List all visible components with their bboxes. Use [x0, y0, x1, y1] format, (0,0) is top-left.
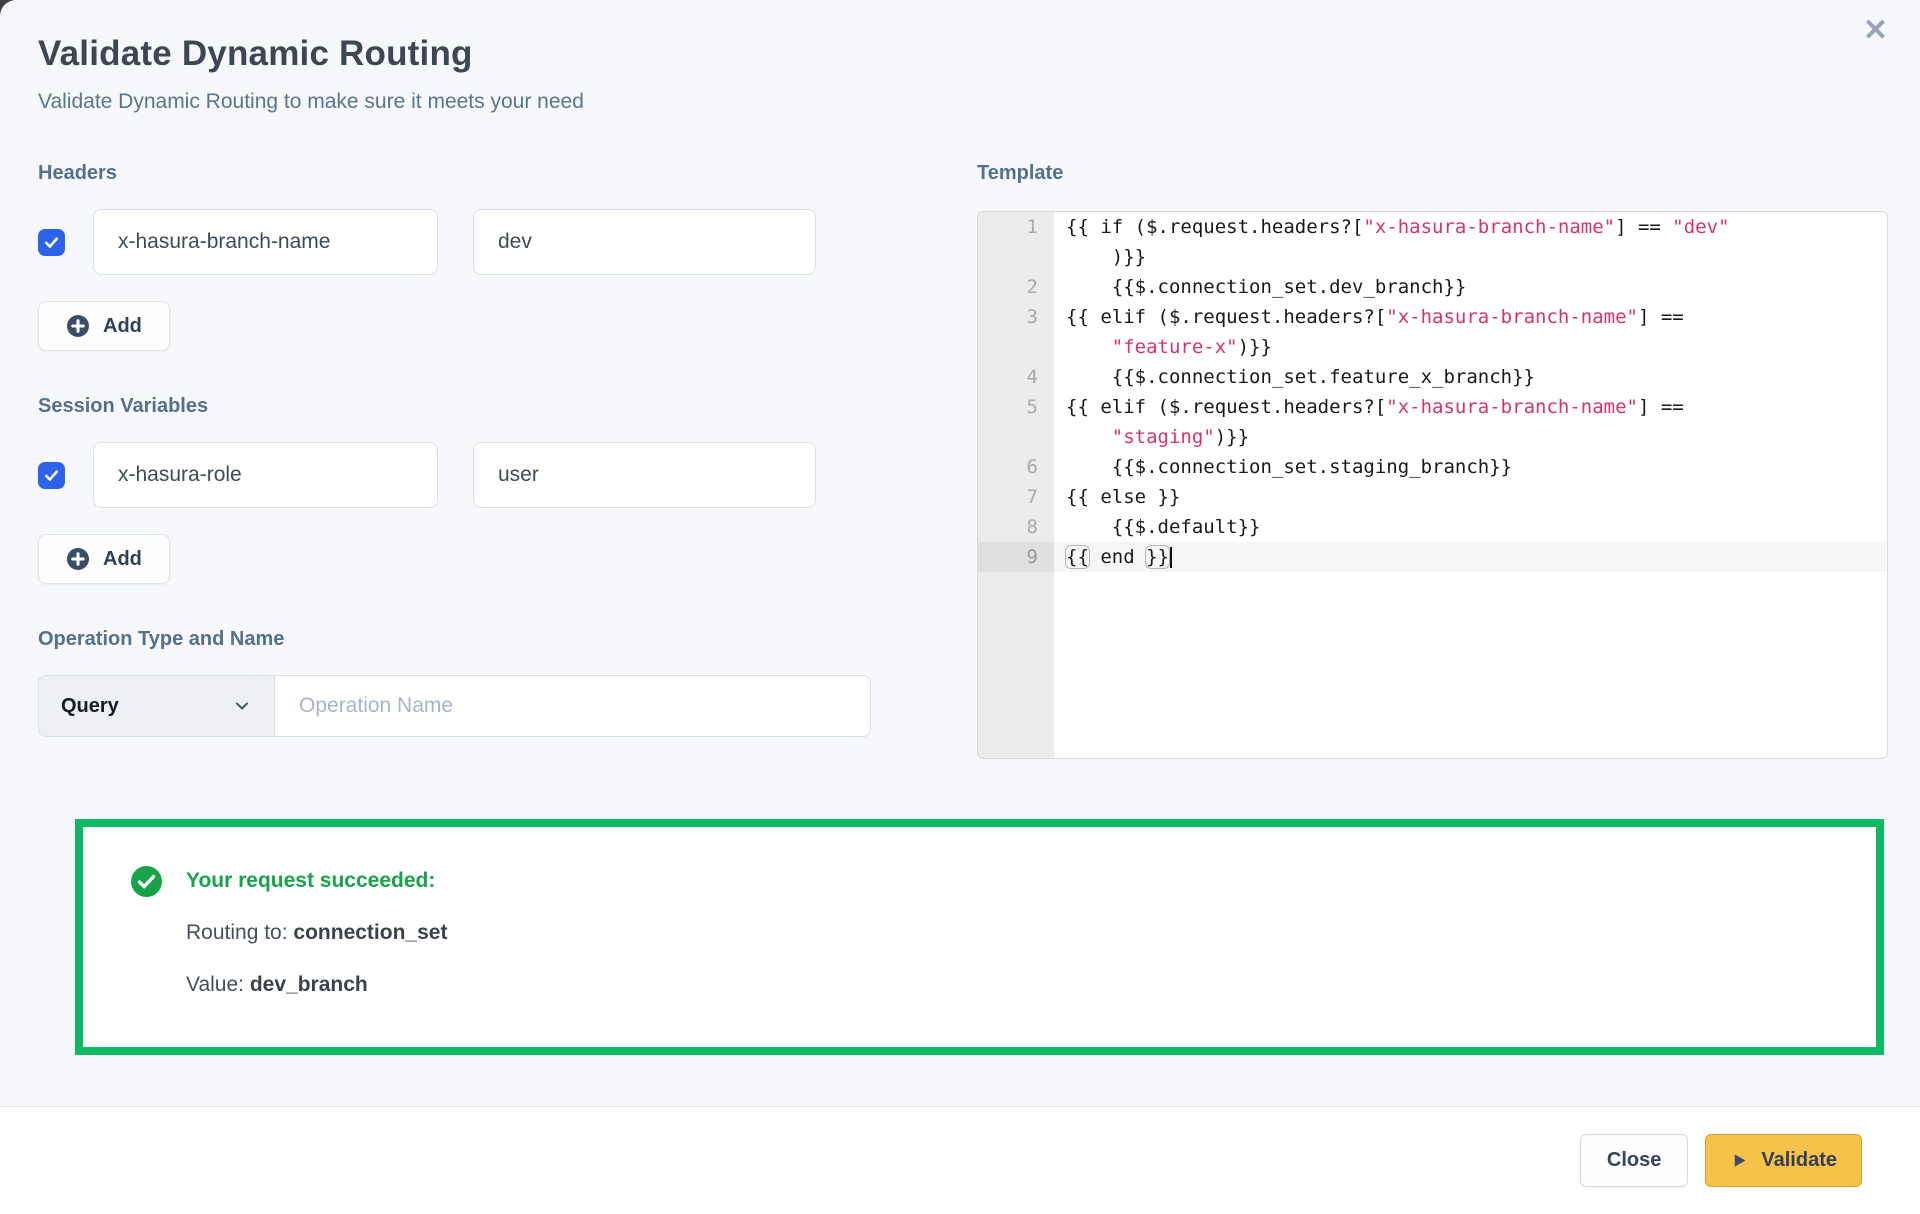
result-value-line: Value: dev_branch [186, 973, 368, 996]
line-number [978, 422, 1054, 452]
session-variable-row [38, 442, 870, 508]
validate-button-label: Validate [1761, 1149, 1837, 1171]
session-variable-name-input[interactable] [93, 442, 438, 508]
session-variables-section-label: Session Variables [38, 395, 209, 417]
form-column: Headers Add Session Variables [38, 162, 871, 759]
header-checkbox[interactable] [38, 228, 65, 256]
result-routing-line: Routing to: connection_set [186, 921, 448, 944]
code-line: 8 {{$.default}} [978, 512, 1887, 542]
code-line: 6 {{$.connection_set.staging_branch}} [978, 452, 1887, 482]
line-number: 1 [978, 212, 1054, 242]
add-session-variable-label: Add [103, 547, 142, 570]
line-number: 5 [978, 392, 1054, 422]
line-number: 3 [978, 302, 1054, 332]
page-subtitle: Validate Dynamic Routing to make sure it… [38, 90, 584, 113]
operation-type-select[interactable]: Query [38, 675, 275, 737]
plus-circle-icon [67, 315, 89, 337]
line-number [978, 242, 1054, 272]
header-row [38, 209, 870, 275]
chevron-down-icon [236, 702, 248, 710]
code-line: 9{{ end }} [978, 542, 1887, 572]
dialog-body: Validate Dynamic Routing Validate Dynami… [38, 34, 1888, 1055]
code-line: 7{{ else }} [978, 482, 1887, 512]
template-column: Template 1{{ if ($.request.headers?["x-h… [977, 162, 1888, 759]
operation-name-input[interactable] [275, 675, 871, 737]
header-value-input[interactable] [473, 209, 816, 275]
operation-input-group: Query [38, 675, 871, 737]
check-icon [44, 236, 59, 248]
add-header-label: Add [103, 314, 142, 337]
line-number [978, 332, 1054, 362]
code-line: 4 {{$.connection_set.feature_x_branch}} [978, 362, 1887, 392]
validate-button[interactable]: Validate [1705, 1134, 1862, 1187]
add-header-button[interactable]: Add [38, 301, 170, 351]
plus-circle-icon [67, 548, 89, 570]
add-session-variable-button[interactable]: Add [38, 534, 170, 584]
play-icon [1735, 1154, 1746, 1167]
check-icon [44, 469, 59, 481]
result-heading: Your request succeeded: [186, 869, 436, 892]
template-section-label: Template [977, 162, 1064, 184]
line-number: 8 [978, 512, 1054, 542]
code-line: 1{{ if ($.request.headers?["x-hasura-bra… [978, 212, 1887, 242]
page-title: Validate Dynamic Routing [38, 34, 473, 73]
close-icon[interactable]: ✕ [1862, 14, 1888, 47]
code-line: 3{{ elif ($.request.headers?["x-hasura-b… [978, 302, 1887, 332]
headers-section-label: Headers [38, 162, 117, 184]
session-variable-value-input[interactable] [473, 442, 816, 508]
close-button[interactable]: Close [1579, 1134, 1689, 1187]
success-check-icon [131, 866, 162, 897]
dialog-footer: Close Validate [0, 1106, 1920, 1214]
validation-result-box: Your request succeeded: Routing to: conn… [75, 819, 1884, 1055]
header-name-input[interactable] [93, 209, 438, 275]
line-number: 2 [978, 272, 1054, 302]
code-line: 5{{ elif ($.request.headers?["x-hasura-b… [978, 392, 1887, 422]
code-line: )}} [978, 242, 1887, 272]
text-cursor [1169, 547, 1172, 568]
result-routing-value: connection_set [293, 921, 448, 944]
line-number: 9 [978, 542, 1054, 572]
line-number: 4 [978, 362, 1054, 392]
code-line: 2 {{$.connection_set.dev_branch}} [978, 272, 1887, 302]
result-value-value: dev_branch [249, 973, 368, 996]
code-line: "staging")}} [978, 422, 1887, 452]
operation-section-label: Operation Type and Name [38, 628, 285, 650]
line-number: 7 [978, 482, 1054, 512]
code-line: "feature-x")}} [978, 332, 1887, 362]
session-variable-checkbox[interactable] [38, 461, 65, 489]
template-code-editor[interactable]: 1{{ if ($.request.headers?["x-hasura-bra… [977, 211, 1888, 759]
line-number: 6 [978, 452, 1054, 482]
operation-type-selected: Query [61, 694, 119, 717]
